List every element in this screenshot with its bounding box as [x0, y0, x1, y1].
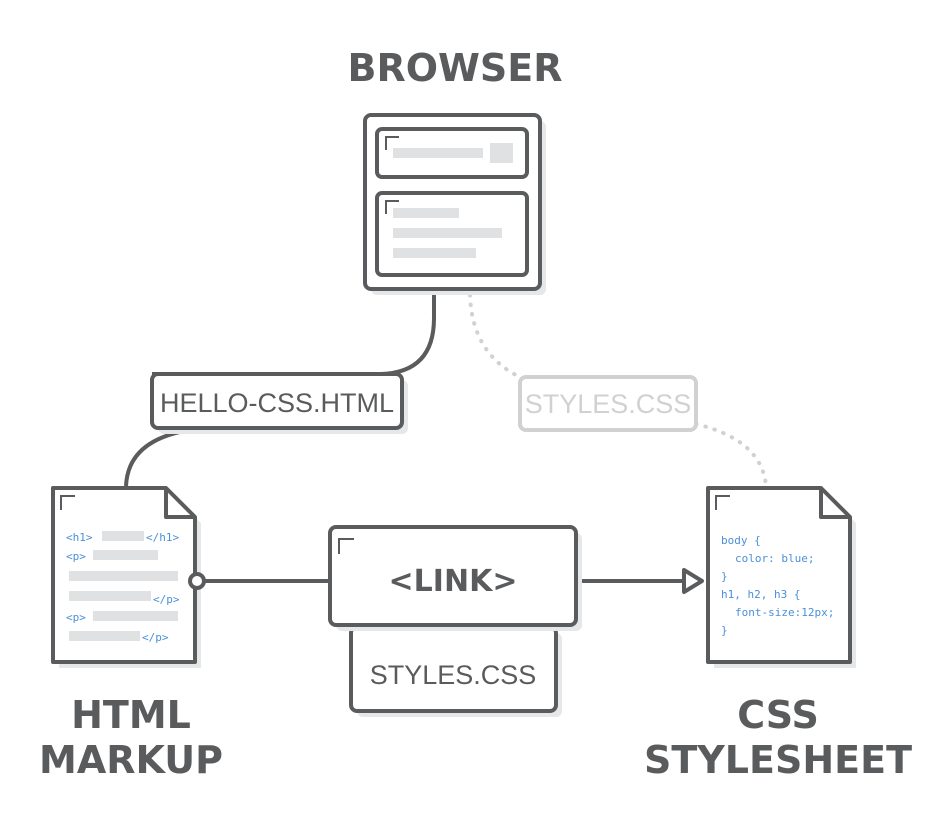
link-href-text: STYLES.CSS [370, 660, 537, 690]
connector-endpoint-circle [188, 572, 206, 590]
css-code-line-3: } [721, 570, 728, 583]
link-tag-text: <LINK> [389, 564, 518, 599]
css-stylesheet-title-line-1: CSS [737, 693, 819, 737]
html-h1-close: </h1> [146, 531, 179, 544]
html-h1-open: <h1> [66, 531, 93, 544]
hello-label-to-html-connector [124, 428, 191, 487]
arrow-head-icon [682, 568, 704, 594]
css-code-line-5: font-size:12px; [735, 606, 834, 619]
link-element-group: STYLES.CSS <LINK> [328, 525, 582, 717]
styles-css-faded-label: STYLES.CSS [518, 375, 698, 432]
browser-content-pane [375, 191, 529, 277]
css-document: body { color: blue; } h1, h2, h3 { font-… [706, 486, 856, 668]
hello-css-html-text: HELLO-CSS.HTML [160, 388, 394, 418]
browser-top-pane [375, 127, 529, 179]
styles-css-faded-text: STYLES.CSS [525, 389, 692, 419]
browser-window [363, 113, 546, 295]
browser-to-styles-dotted-connector [468, 293, 524, 380]
css-code-line-1: body { [721, 534, 761, 547]
browser-title: BROWSER [347, 46, 562, 90]
hello-css-html-label: HELLO-CSS.HTML [150, 372, 408, 434]
css-code-line-6: } [721, 624, 728, 637]
html-p1-close: </p> [153, 593, 180, 606]
html-p2-open: <p> [66, 611, 86, 624]
html-markup-title-line-2: MARKUP [39, 738, 223, 782]
link-tag-box: <LINK> [328, 525, 582, 631]
html-markup-title-line-1: HTML [71, 693, 191, 737]
css-code-line-2: color: blue; [735, 552, 814, 565]
html-p1-open: <p> [66, 550, 86, 563]
html-p2-close: </p> [142, 631, 169, 644]
link-href-box: STYLES.CSS [349, 625, 562, 717]
css-stylesheet-title-line-2: STYLESHEET [644, 738, 912, 782]
css-code-line-4: h1, h2, h3 { [721, 588, 800, 601]
styles-to-css-dotted-connector [694, 422, 768, 488]
browser-to-html-connector [152, 290, 436, 376]
html-document: <h1> </h1> <p> </p> <p> </p> [51, 486, 201, 668]
